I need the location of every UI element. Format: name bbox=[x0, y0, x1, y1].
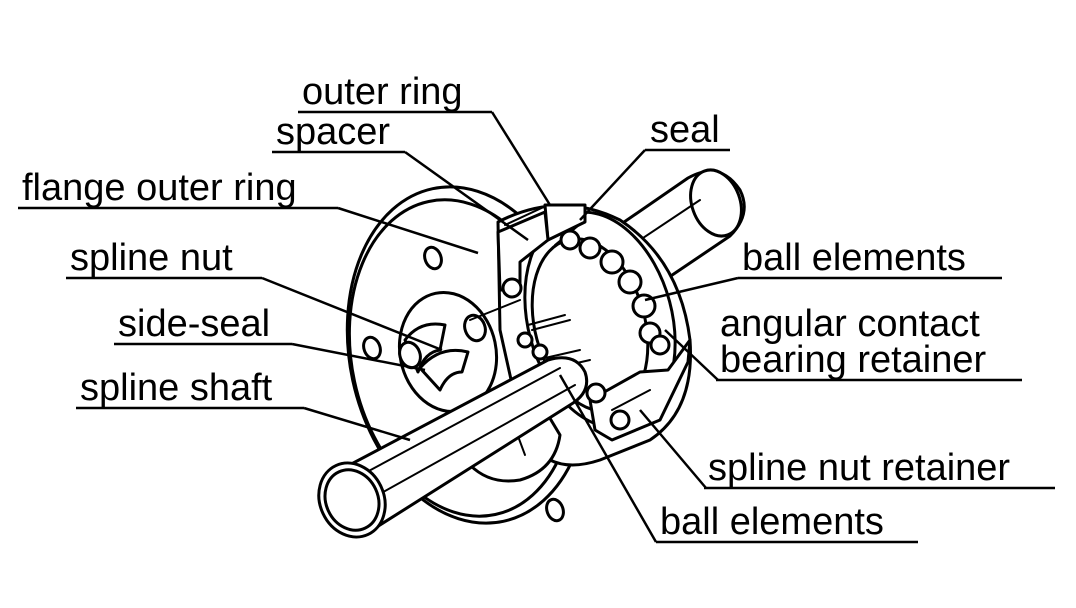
svg-text:angular contact: angular contact bbox=[720, 303, 980, 345]
svg-text:spacer: spacer bbox=[276, 111, 390, 153]
label-spline-shaft: spline shaft bbox=[76, 367, 304, 410]
label-seal: seal bbox=[645, 109, 730, 152]
svg-text:spline shaft: spline shaft bbox=[80, 367, 273, 409]
label-spacer: spacer bbox=[272, 111, 405, 154]
label-angular-contact-bearing-retainer: angular contact bearing retainer bbox=[716, 303, 1022, 382]
svg-text:ball elements: ball elements bbox=[660, 501, 884, 543]
bearing-ball-ring bbox=[501, 229, 662, 345]
svg-text:outer ring: outer ring bbox=[302, 71, 463, 113]
label-spline-nut-retainer: spline nut retainer bbox=[704, 447, 1055, 490]
assembly-drawing bbox=[317, 168, 746, 539]
svg-text:side-seal: side-seal bbox=[118, 303, 270, 345]
svg-text:bearing retainer: bearing retainer bbox=[720, 339, 987, 381]
spline-nut-inner bbox=[397, 290, 521, 414]
spline-shaft bbox=[317, 356, 589, 539]
label-ball-elements-top: ball elements bbox=[738, 237, 1002, 280]
label-side-seal: side-seal bbox=[114, 303, 292, 346]
label-ball-elements-bottom: ball elements bbox=[656, 501, 918, 544]
svg-text:flange outer ring: flange outer ring bbox=[22, 167, 297, 209]
label-flange-outer-ring: flange outer ring bbox=[18, 167, 338, 210]
svg-text:spline nut: spline nut bbox=[70, 237, 233, 279]
label-outer-ring: outer ring bbox=[298, 71, 492, 114]
label-spline-nut: spline nut bbox=[66, 237, 262, 280]
leader-lines bbox=[261, 111, 739, 543]
svg-text:spline nut retainer: spline nut retainer bbox=[708, 447, 1010, 489]
svg-text:ball elements: ball elements bbox=[742, 237, 966, 279]
svg-text:seal: seal bbox=[650, 109, 720, 151]
